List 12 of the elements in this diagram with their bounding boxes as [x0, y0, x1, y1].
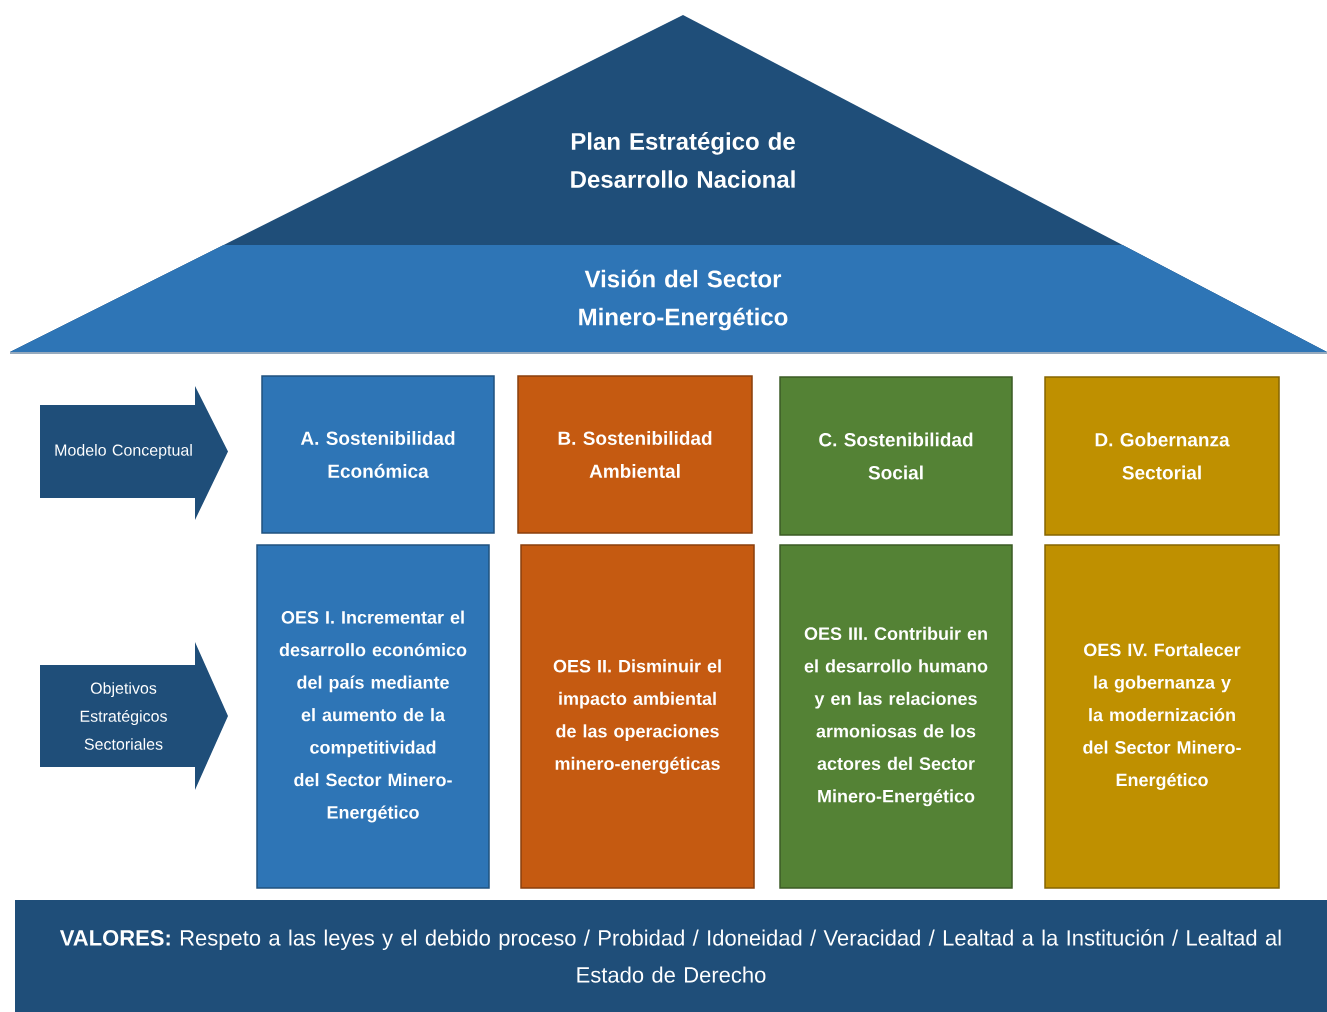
pillar-box: C. Sostenibilidad Social — [779, 376, 1013, 536]
arrow-label: Objetivos Estratégicos Sectoriales — [40, 642, 228, 790]
vision-band: Visión del Sector Minero-Energético — [9, 245, 1327, 354]
arrow-label: Modelo Conceptual — [40, 386, 228, 520]
pillar-box: B. Sostenibilidad Ambiental — [517, 375, 753, 534]
pillar-box: OES III. Contribuir en el desarrollo humano y en las relaciones armoniosas de los actores del Sector Minero-Energético — [779, 544, 1013, 889]
pillar-box: OES I. Incrementar el desarrollo económico del país mediante el aumento de la competitividad del Sector Minero-Energético — [256, 544, 490, 889]
pillar-box: OES IV. Fortalecer la gobernanza y la modernización del Sector Minero-Energético — [1044, 544, 1280, 889]
pillar-box: OES II. Disminuir el impacto ambiental de las operaciones minero-energéticas — [520, 544, 755, 889]
pillar-box: A. Sostenibilidad Económica — [261, 375, 495, 534]
pillar-box: D. Gobernanza Sectorial — [1044, 376, 1280, 536]
values-band: VALORES: Respeto a las leyes y el debido proceso / Probidad / Idoneidad / Veracidad / Lealtad a la Institución / Lealtad al Estado de Derecho — [15, 900, 1327, 1012]
